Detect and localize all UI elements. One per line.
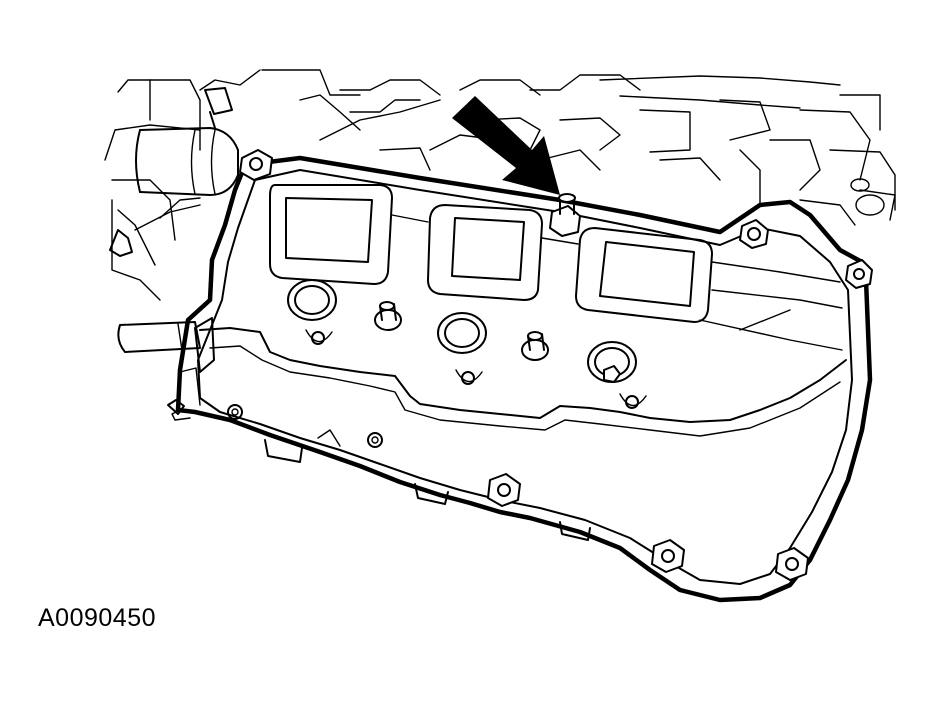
bolt-bottom-right-1 — [651, 539, 685, 573]
plug-well-2 — [437, 312, 487, 354]
bolt-bottom-center — [487, 473, 521, 507]
stud-bolt-left — [374, 301, 402, 331]
hose-assembly — [109, 87, 239, 266]
bolt-top-left — [239, 149, 273, 181]
engine-block-background — [104, 69, 896, 301]
bolt-far-right — [845, 259, 873, 289]
tube-lower-left — [117, 321, 201, 353]
plug-well-1 — [287, 279, 337, 321]
figure-caption: A0090450 — [38, 604, 157, 632]
arrow-indicator-icon — [452, 96, 560, 195]
valve-cover — [167, 155, 873, 603]
nut-center — [603, 365, 621, 383]
bolt-top-right — [739, 219, 769, 249]
stud-bolt-right — [521, 331, 549, 361]
bolt-top-center — [549, 193, 581, 237]
bolt-bottom-right-2 — [775, 547, 809, 581]
